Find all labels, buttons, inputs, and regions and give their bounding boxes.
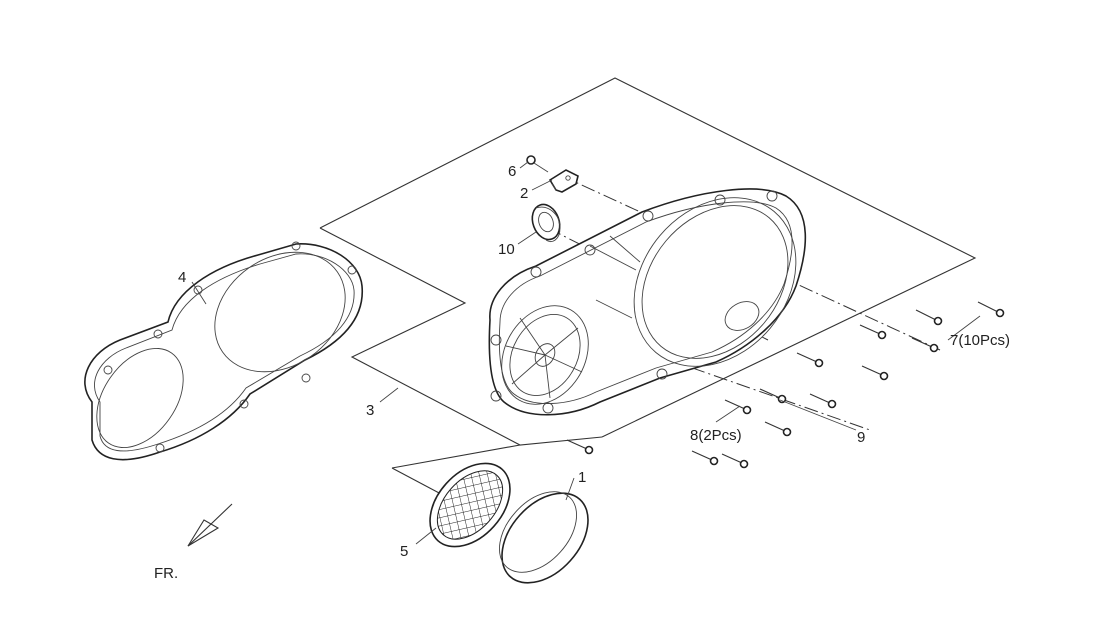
bolt xyxy=(691,450,719,466)
mesh-filter-part-5 xyxy=(429,462,511,548)
bolt xyxy=(861,365,889,381)
bolt xyxy=(911,337,939,353)
bolt xyxy=(977,301,1005,318)
bolt xyxy=(724,399,752,415)
crankcase-cover-part-3 xyxy=(488,188,807,416)
bolt xyxy=(915,309,943,326)
label-part-8: 8(2Pcs) xyxy=(690,427,742,444)
bearing-part-10 xyxy=(531,203,561,242)
leader-lines xyxy=(191,161,981,545)
label-part-2: 2 xyxy=(520,185,528,202)
label-part-4: 4 xyxy=(178,269,186,286)
bolt xyxy=(721,453,749,469)
label-part-6: 6 xyxy=(508,163,516,180)
bracket-part-2 xyxy=(548,169,579,193)
bolt xyxy=(796,352,824,368)
bolt xyxy=(859,324,887,340)
cap-part-1 xyxy=(499,491,589,584)
bolts xyxy=(566,301,1005,469)
screw-part-6 xyxy=(526,155,549,173)
front-label: FR. xyxy=(154,565,178,582)
bolt xyxy=(566,439,594,455)
label-part-1: 1 xyxy=(578,469,586,486)
label-part-9: 9 xyxy=(857,429,865,446)
label-part-5: 5 xyxy=(400,543,408,560)
bolt xyxy=(759,388,787,404)
label-part-3: 3 xyxy=(366,402,374,419)
bolt xyxy=(764,421,792,437)
label-part-10: 10 xyxy=(498,241,515,258)
gasket-part-4 xyxy=(84,241,363,461)
callout-labels: 1 2 3 4 5 6 7(10Pcs) 8(2Pcs) 9 10 FR. xyxy=(154,163,1010,582)
label-part-7: 7(10Pcs) xyxy=(950,332,1010,349)
bolt xyxy=(809,393,837,409)
front-arrow-icon xyxy=(187,503,233,547)
